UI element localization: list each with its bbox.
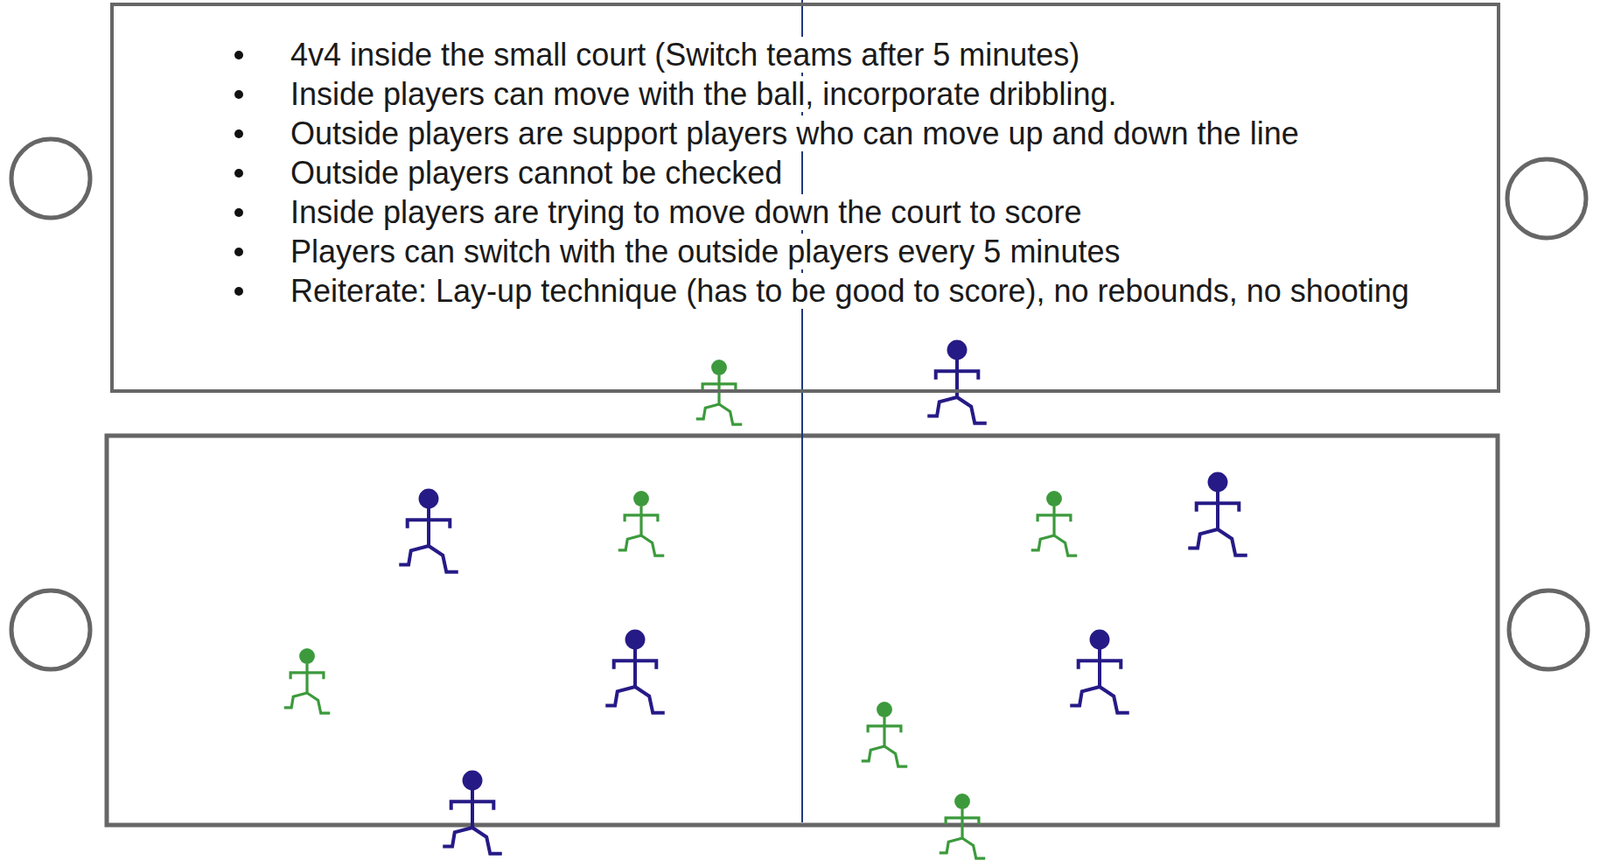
bullet-dot [234, 90, 244, 99]
player-figure [618, 490, 665, 556]
figure-limb [719, 404, 742, 425]
figure-limb [614, 660, 657, 669]
figure-limb [960, 808, 964, 839]
bullet-dot [234, 50, 244, 60]
figure-head [876, 701, 893, 718]
bullet-dot [234, 247, 244, 257]
figure-limb [957, 397, 987, 424]
bullet-dot [234, 168, 244, 178]
bullet-item: Outside players are support players who … [113, 113, 1485, 154]
figure-limb [639, 505, 643, 536]
figure-limb [407, 519, 451, 528]
figure-limb [442, 827, 473, 847]
figure-limb [1215, 491, 1220, 530]
figure-limb [635, 686, 665, 713]
figure-limb [605, 686, 636, 706]
figure-head [633, 490, 650, 507]
player-figure [1069, 629, 1130, 713]
figure-head [299, 648, 315, 664]
bullet-item: Reiterate: Lay-up technique (has to be g… [113, 271, 1485, 311]
figure-limb [398, 545, 429, 566]
instruction-text: Outside players are support players who … [290, 115, 1300, 152]
figure-head [1046, 490, 1063, 507]
player-figures [284, 340, 1248, 860]
player-figure [398, 489, 459, 573]
instruction-text: Inside players are trying to move down t… [290, 194, 1082, 231]
figure-limb [618, 535, 642, 551]
figure-limb [882, 716, 886, 747]
figure-limb [861, 746, 885, 762]
figure-limb [641, 535, 664, 556]
instruction-text: Outside players cannot be checked [290, 154, 783, 191]
figure-limb [1031, 535, 1055, 551]
figure-limb [936, 370, 979, 379]
figure-limb [307, 692, 330, 713]
hoop-circle [11, 590, 91, 670]
figure-limb [1069, 686, 1100, 706]
figure-limb [1097, 649, 1102, 687]
bullet-dot [234, 129, 244, 139]
player-figure [1031, 490, 1078, 556]
figure-limb [1217, 529, 1248, 556]
figure-head [1208, 472, 1229, 493]
bullet-item: 4v4 inside the small court (Switch teams… [113, 34, 1485, 75]
figure-head [954, 793, 971, 810]
hoop-circle [1509, 590, 1588, 670]
figure-limb [426, 508, 431, 546]
figure-limb [927, 397, 958, 417]
figure-head [947, 340, 968, 361]
figure-head [419, 489, 440, 510]
figure-limb [1054, 535, 1077, 556]
figure-limb [305, 663, 308, 693]
figure-limb [428, 545, 459, 573]
figure-limb [1052, 505, 1056, 536]
player-figure [605, 629, 665, 713]
player-figure [1187, 472, 1248, 556]
figure-head [1089, 629, 1111, 650]
figure-limb [451, 801, 495, 810]
figure-limb [290, 672, 324, 679]
player-figure [927, 340, 987, 424]
figure-limb [472, 827, 503, 854]
instruction-text: 4v4 inside the small court (Switch teams… [290, 36, 1080, 73]
figure-limb [633, 649, 637, 687]
player-figure [442, 770, 503, 854]
instruction-box: 4v4 inside the small court (Switch teams… [110, 2, 1501, 393]
instruction-text: Reiterate: Lay-up technique (has to be g… [290, 272, 1410, 309]
bullet-item: Outside players cannot be checked [113, 153, 1485, 193]
bullet-item: Inside players can move with the ball, i… [113, 74, 1485, 114]
bullet-item: Inside players are trying to move down t… [113, 192, 1485, 232]
instruction-text: Players can switch with the outside play… [290, 233, 1120, 270]
figure-limb [1099, 686, 1130, 713]
player-figure [939, 793, 986, 859]
figure-limb [696, 404, 720, 420]
figure-limb [962, 838, 986, 859]
figure-limb [470, 789, 475, 828]
figure-limb [284, 692, 308, 708]
figure-head [625, 629, 646, 650]
figure-limb [1196, 503, 1240, 511]
figure-limb [1037, 515, 1071, 522]
instruction-text: Inside players can move with the ball, i… [290, 76, 1118, 112]
figure-limb [867, 726, 902, 733]
hoop-circle [11, 139, 91, 218]
hoop-circle [1507, 159, 1587, 238]
bullet-dot [234, 286, 244, 296]
bullet-item: Players can switch with the outside play… [113, 231, 1485, 272]
figure-limb [624, 515, 658, 522]
player-figure [284, 648, 331, 713]
figure-limb [884, 746, 908, 767]
bullet-dot [234, 208, 244, 217]
player-figure [861, 701, 909, 767]
figure-head [462, 770, 483, 791]
figure-limb [945, 817, 979, 825]
figure-limb [1078, 660, 1122, 669]
figure-limb [1187, 529, 1218, 549]
figure-head [711, 359, 727, 376]
figure-limb [939, 838, 963, 853]
